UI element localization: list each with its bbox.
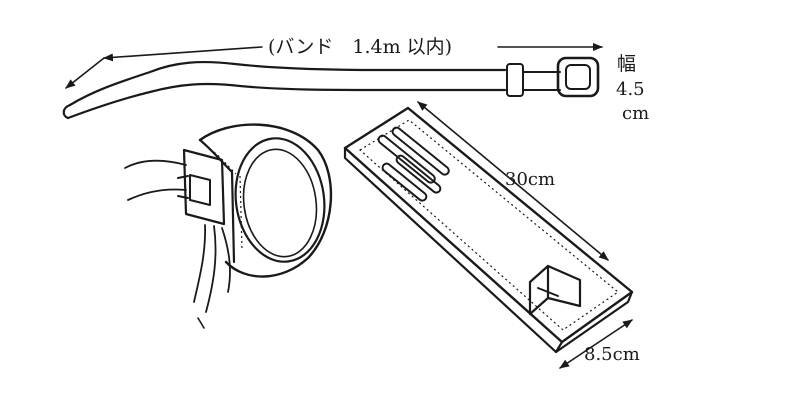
band-length-dimension <box>65 43 603 89</box>
strap-band <box>62 56 600 120</box>
width-char-label: 幅 <box>617 53 636 75</box>
leather-plate <box>343 106 634 354</box>
width-unit-label: cm <box>622 103 649 124</box>
plate-length-label: 30cm <box>505 169 555 190</box>
width-value-label: 4.5 <box>616 79 645 100</box>
leather-cuff <box>124 123 333 329</box>
plate-width-label: 8.5cm <box>584 344 640 365</box>
plate-length-dimension <box>417 101 609 261</box>
plate-width-dimension <box>559 319 633 369</box>
band-length-label: (バンド 1.4m 以内) <box>268 36 452 58</box>
